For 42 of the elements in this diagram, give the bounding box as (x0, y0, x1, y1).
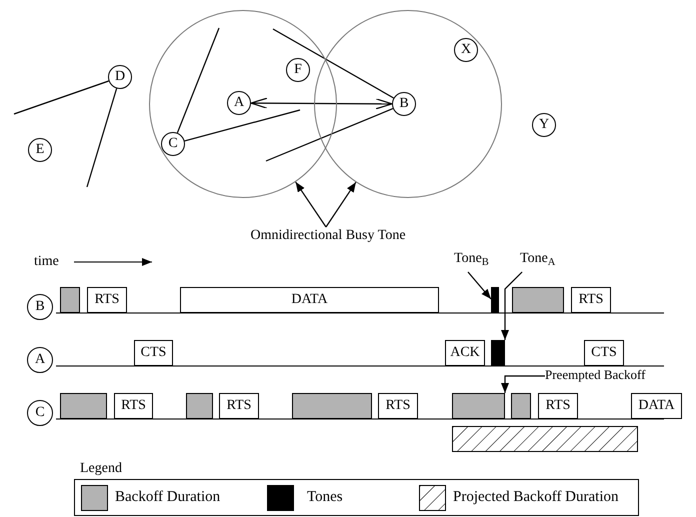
backoff-block (511, 393, 531, 419)
projected-backoff-bar (452, 426, 638, 452)
line (184, 109, 300, 142)
packet-box: RTS (538, 393, 578, 419)
packet-box: CTS (134, 340, 173, 366)
line (86, 88, 118, 188)
legend-title: Legend (80, 460, 122, 478)
arrow (250, 98, 393, 110)
line (176, 28, 220, 134)
tone-bar (491, 287, 499, 313)
arrow (295, 182, 326, 228)
annotation-label: Tone$_{B}$ (454, 250, 506, 268)
backoff-block (60, 287, 80, 313)
packet-box: ACK (445, 340, 485, 366)
arrow (501, 375, 545, 393)
packet-box: RTS (378, 393, 418, 419)
annotation-label: Omnidirectional Busy Tone (228, 227, 428, 244)
backoff-block (512, 287, 564, 313)
arrow (326, 182, 356, 228)
line (272, 28, 394, 99)
packet-box: DATA (180, 287, 439, 313)
legend-label: Backoff Duration (115, 488, 220, 508)
annotation-label: Tone$_{A}$ (520, 250, 572, 268)
packet-box: DATA (631, 393, 682, 419)
backoff-block (452, 393, 505, 419)
annotation-label: Preempted Backoff (545, 367, 667, 384)
arrow (468, 272, 492, 300)
backoff-block (186, 393, 213, 419)
line (266, 108, 394, 162)
legend-label: Tones (307, 488, 343, 508)
backoff-block (60, 393, 107, 419)
packet-box: RTS (87, 287, 127, 313)
packet-box: RTS (219, 393, 259, 419)
backoff-block (292, 393, 372, 419)
legend-label: Projected Backoff Duration (453, 488, 619, 508)
axis-label: time (34, 253, 59, 270)
arrow (501, 272, 523, 340)
packet-box: RTS (114, 393, 153, 419)
packet-box: CTS (584, 340, 624, 366)
tone-bar (491, 340, 505, 366)
packet-box: RTS (571, 287, 611, 313)
line (14, 80, 109, 115)
